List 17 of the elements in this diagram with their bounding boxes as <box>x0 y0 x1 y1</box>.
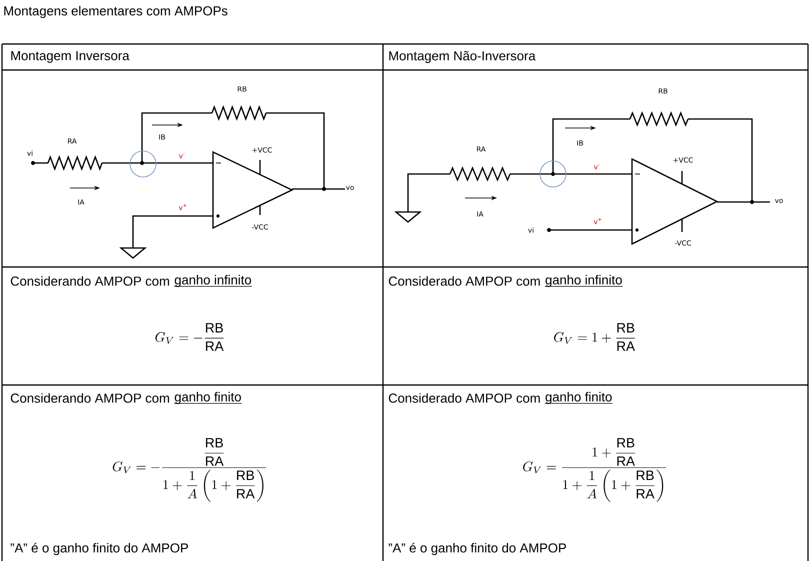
gain-formula: $G_V = \frac{1 + \dfrac{\mathrm{RB}}{\mathrm{RA}}}{1 + \dfrac{1}{A}\left(1 + \dfrac{\mathrm{RB}}{\mathrm{RA}}\right)}$ <box>523 438 666 502</box>
cell-text: Considerado AMPOP com <box>388 393 540 403</box>
gain-formula: $G_V = -\frac{\mathrm{RB}}{\mathrm{RA}}$ <box>155 323 224 351</box>
cell-text: ”A” é o ganho finito do AMPOP <box>10 542 188 556</box>
cell-text: Montagem Não-Inversora <box>389 50 536 63</box>
gain-formula: $G_V = -\frac{\dfrac{\mathrm{RB}}{\mathrm{RA}}}{1 + \dfrac{1}{A}\left(1 + \dfrac{\mathrm{RB}}{\mathrm{RA}}\right)}$ <box>112 438 266 502</box>
gain-formula: $G_V = 1 + \frac{\mathrm{RB}}{\mathrm{RA}}$ <box>554 323 635 351</box>
cell-text: Montagem Inversora <box>11 51 130 63</box>
cell-text: Considerando AMPOP com <box>10 276 169 286</box>
underlined-text: ganho infinito <box>174 274 252 288</box>
underlined-text: ganho finito <box>174 392 242 404</box>
cell-text: ”A” é o ganho finito do AMPOP <box>388 542 566 556</box>
title: Montagens elementares com AMPOPs <box>4 6 228 18</box>
underlined-text: ganho finito <box>544 392 613 404</box>
cell-text: Considerado AMPOP com <box>388 276 540 286</box>
cell-text: Considerando AMPOP com <box>10 393 169 403</box>
underlined-text: ganho infinito <box>544 274 623 288</box>
